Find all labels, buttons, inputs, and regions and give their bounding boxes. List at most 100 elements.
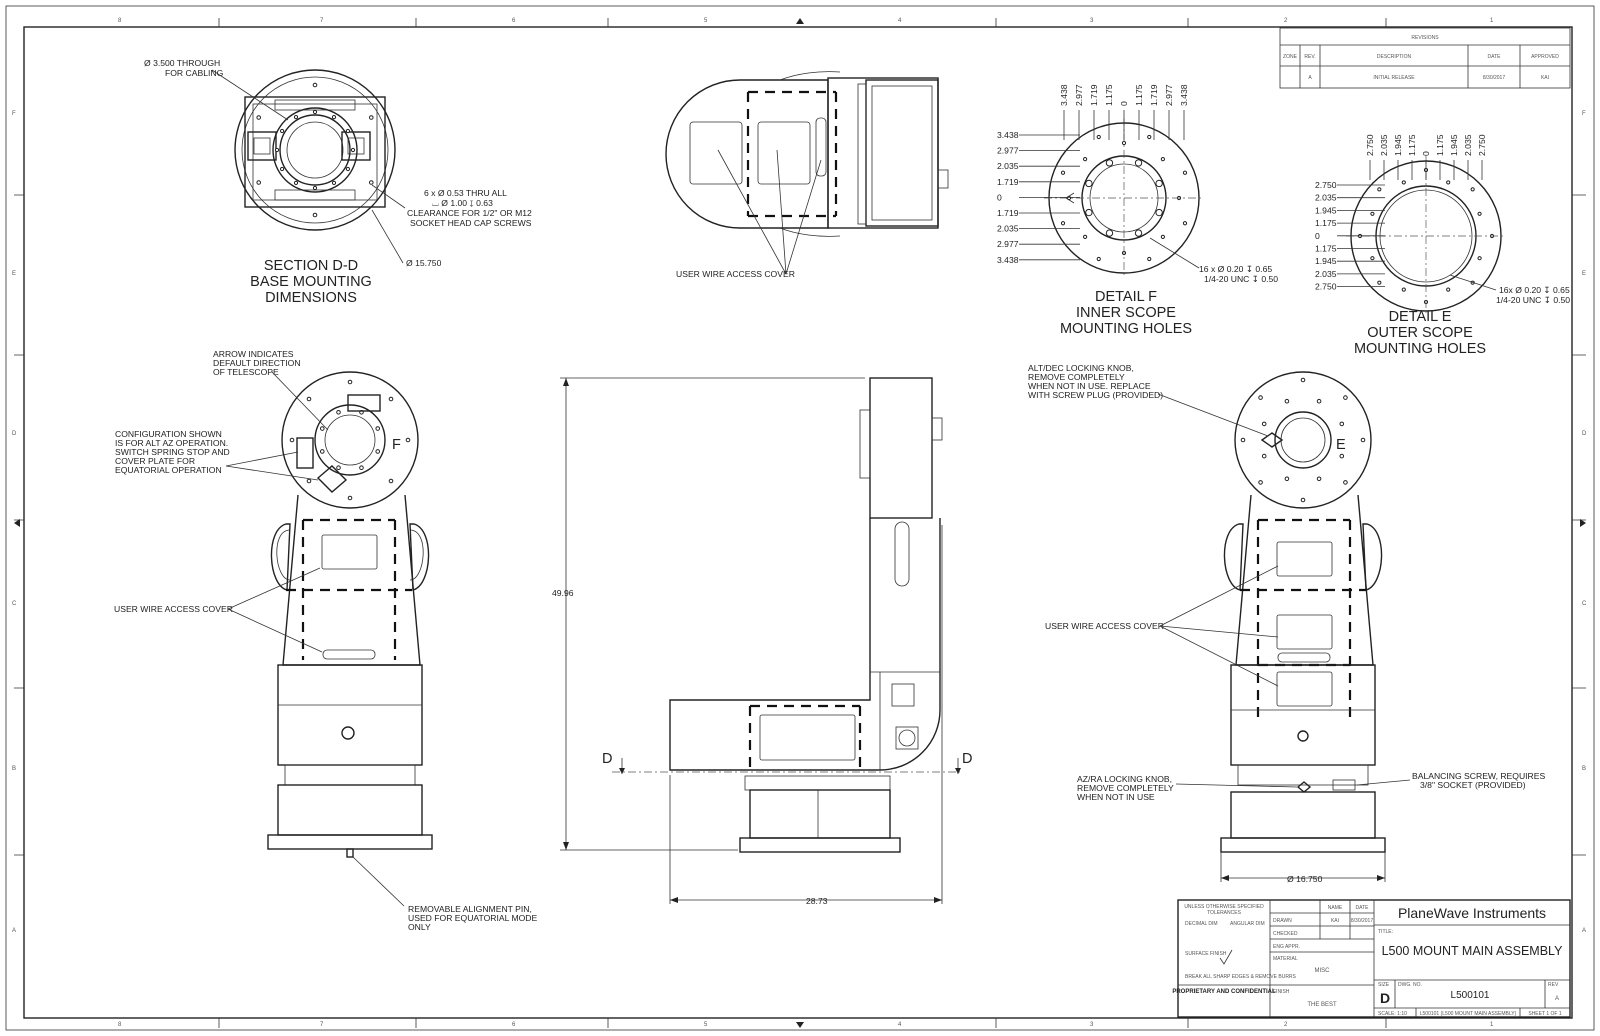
bolt-hole: [312, 185, 318, 191]
detail-e-top-dim: 1.945: [1393, 134, 1403, 156]
front-plate-hole: [336, 465, 341, 471]
bolt-hole: [331, 180, 337, 186]
section-dd-title-3: DIMENSIONS: [265, 290, 357, 306]
front-note-config-3: SWITCH SPRING STOP AND: [115, 447, 230, 457]
drawing-border: [23, 26, 1573, 1019]
rear-detail-letter: E: [1336, 437, 1346, 453]
tb-title: L500 MOUNT MAIN ASSEMBLY: [1382, 944, 1564, 958]
rear-note-azra-2: REMOVE COMPLETELY: [1077, 783, 1174, 793]
detail-f-top-dim: 1.719: [1149, 84, 1159, 106]
rev-row-approved: KAI: [1541, 75, 1549, 81]
zone-right-d: D: [1582, 431, 1587, 437]
detail-e-left-dim: 2.035: [1315, 193, 1337, 203]
inner-scope-hole: [1155, 179, 1163, 188]
bolt-hole: [279, 166, 285, 172]
tb-decimal-dim: DECIMAL DIM: [1185, 921, 1218, 927]
rear-plate-hole: [1343, 480, 1348, 485]
detail-f-left-dim: 2.035: [997, 161, 1019, 171]
dd-note-holes-2: ⌴ Ø 1.00 ↧ 0.63: [432, 198, 493, 208]
front-plate-hole: [375, 449, 381, 454]
zone-bottom-8: 8: [118, 1022, 122, 1028]
tb-row-checked: CHECKED: [1273, 931, 1298, 937]
rear-plate-hole: [1258, 395, 1263, 400]
side-width-dim: 28.73: [806, 896, 828, 906]
bolt-hole: [293, 180, 299, 186]
bolt-hole: [345, 166, 351, 172]
rear-note-balance-1: BALANCING SCREW, REQUIRES: [1412, 771, 1545, 781]
tb-rev-label: REV: [1548, 982, 1559, 988]
front-note-pin-3: ONLY: [408, 922, 431, 932]
rear-plate-hole: [1339, 421, 1345, 427]
outer-scope-tapped-hole: [1401, 287, 1406, 292]
outer-scope-tapped-hole: [1377, 187, 1382, 192]
bolt-hole: [350, 147, 356, 153]
detail-e-left-dim: 2.750: [1315, 282, 1337, 292]
rear-plate-hole: [1343, 395, 1348, 400]
zone-top-5: 5: [704, 18, 708, 24]
detail-e-left-dim: 1.945: [1315, 256, 1337, 266]
detail-e-left-dim: 0: [1315, 231, 1320, 241]
tb-row-eng-appr: ENG APPR.: [1273, 944, 1300, 950]
tb-date-hdr: DATE: [1356, 905, 1370, 911]
rear-note-balance-2: 3/8" SOCKET (PROVIDED): [1420, 780, 1526, 790]
front-detail-letter: F: [392, 437, 401, 453]
zone-right-e: E: [1582, 271, 1586, 277]
outer-scope-tapped-hole: [1401, 180, 1406, 185]
detail-f-top-dim: 2.977: [1074, 84, 1084, 106]
front-note-pin-1: REMOVABLE ALIGNMENT PIN,: [408, 904, 532, 914]
tb-angular-dim: ANGULAR DIM: [1230, 921, 1265, 927]
bolt-hole: [293, 114, 299, 120]
inner-scope-tapped-hole: [1060, 221, 1066, 226]
zone-bottom-1: 1: [1490, 1022, 1494, 1028]
tb-name-hdr: NAME: [1328, 905, 1343, 911]
dd-note-holes-1: 6 x Ø 0.53 THRU ALL: [424, 188, 507, 198]
front-note-config-2: IS FOR ALT AZ OPERATION.: [115, 438, 228, 448]
rear-note-altdec-3: WHEN NOT IN USE. REPLACE: [1028, 381, 1151, 391]
revisions-table: REVISIONS ZONE REV. DESCRIPTION DATE APP…: [1279, 27, 1571, 89]
detail-f-left-dim: 2.035: [997, 224, 1019, 234]
zone-bottom-6: 6: [512, 1022, 516, 1028]
zone-top-4: 4: [898, 18, 902, 24]
zone-top-7: 7: [320, 18, 324, 24]
rear-plate-hole: [1360, 437, 1366, 443]
zone-left-e: E: [12, 271, 16, 277]
rear-plate-hole: [1284, 398, 1290, 404]
top-view: USER WIRE ACCESS COVER: [665, 71, 949, 279]
bolt-hole: [274, 147, 280, 153]
detail-f-top-dim: 3.438: [1179, 84, 1189, 106]
revisions-title: REVISIONS: [1411, 35, 1439, 41]
outer-scope-tapped-hole: [1446, 180, 1451, 185]
detail-f-top-dim: 3.438: [1059, 84, 1069, 106]
dd-note-holes-4: SOCKET HEAD CAP SCREWS: [410, 218, 532, 228]
tb-sheet: SHEET 1 OF 1: [1528, 1011, 1561, 1017]
zone-top-2: 2: [1284, 18, 1288, 24]
detail-e-left-dim: 1.175: [1315, 244, 1337, 254]
inner-scope-hole: [1085, 208, 1093, 217]
detail-e-top-dim: 2.035: [1463, 134, 1473, 156]
detail-f-left-dim: 3.438: [997, 130, 1019, 140]
front-note-config-4: COVER PLATE FOR: [115, 456, 195, 466]
detail-f-left-dim: 2.977: [997, 239, 1019, 249]
bolt-hole: [331, 114, 337, 120]
detail-f-title-1: DETAIL F: [1095, 289, 1157, 305]
dd-note-holes-3: CLEARANCE FOR 1/2" OR M12: [407, 208, 532, 218]
front-note-cover: USER WIRE ACCESS COVER: [114, 604, 233, 614]
detail-f-left-dim: 2.977: [997, 146, 1019, 156]
detail-f-top-dim: 0: [1119, 101, 1129, 106]
mounting-hole: [256, 180, 262, 185]
rev-hdr-rev: REV.: [1304, 54, 1315, 60]
detail-f-top-dim: 1.175: [1134, 84, 1144, 106]
front-plate-hole: [359, 465, 364, 471]
inner-scope-tapped-hole: [1083, 157, 1088, 162]
inner-scope-tapped-hole: [1182, 170, 1188, 175]
rear-note-azra-3: WHEN NOT IN USE: [1077, 792, 1155, 802]
dd-diameter: Ø 15.750: [406, 258, 442, 268]
detail-f-top-dim: 1.175: [1104, 84, 1114, 106]
zone-right-b: B: [1582, 766, 1586, 772]
zone-left-a: A: [12, 928, 16, 934]
rear-plate-hole: [1316, 398, 1322, 404]
inner-scope-hole: [1155, 208, 1163, 217]
zone-left-b: B: [12, 766, 16, 772]
zone-right-c: C: [1582, 601, 1587, 607]
